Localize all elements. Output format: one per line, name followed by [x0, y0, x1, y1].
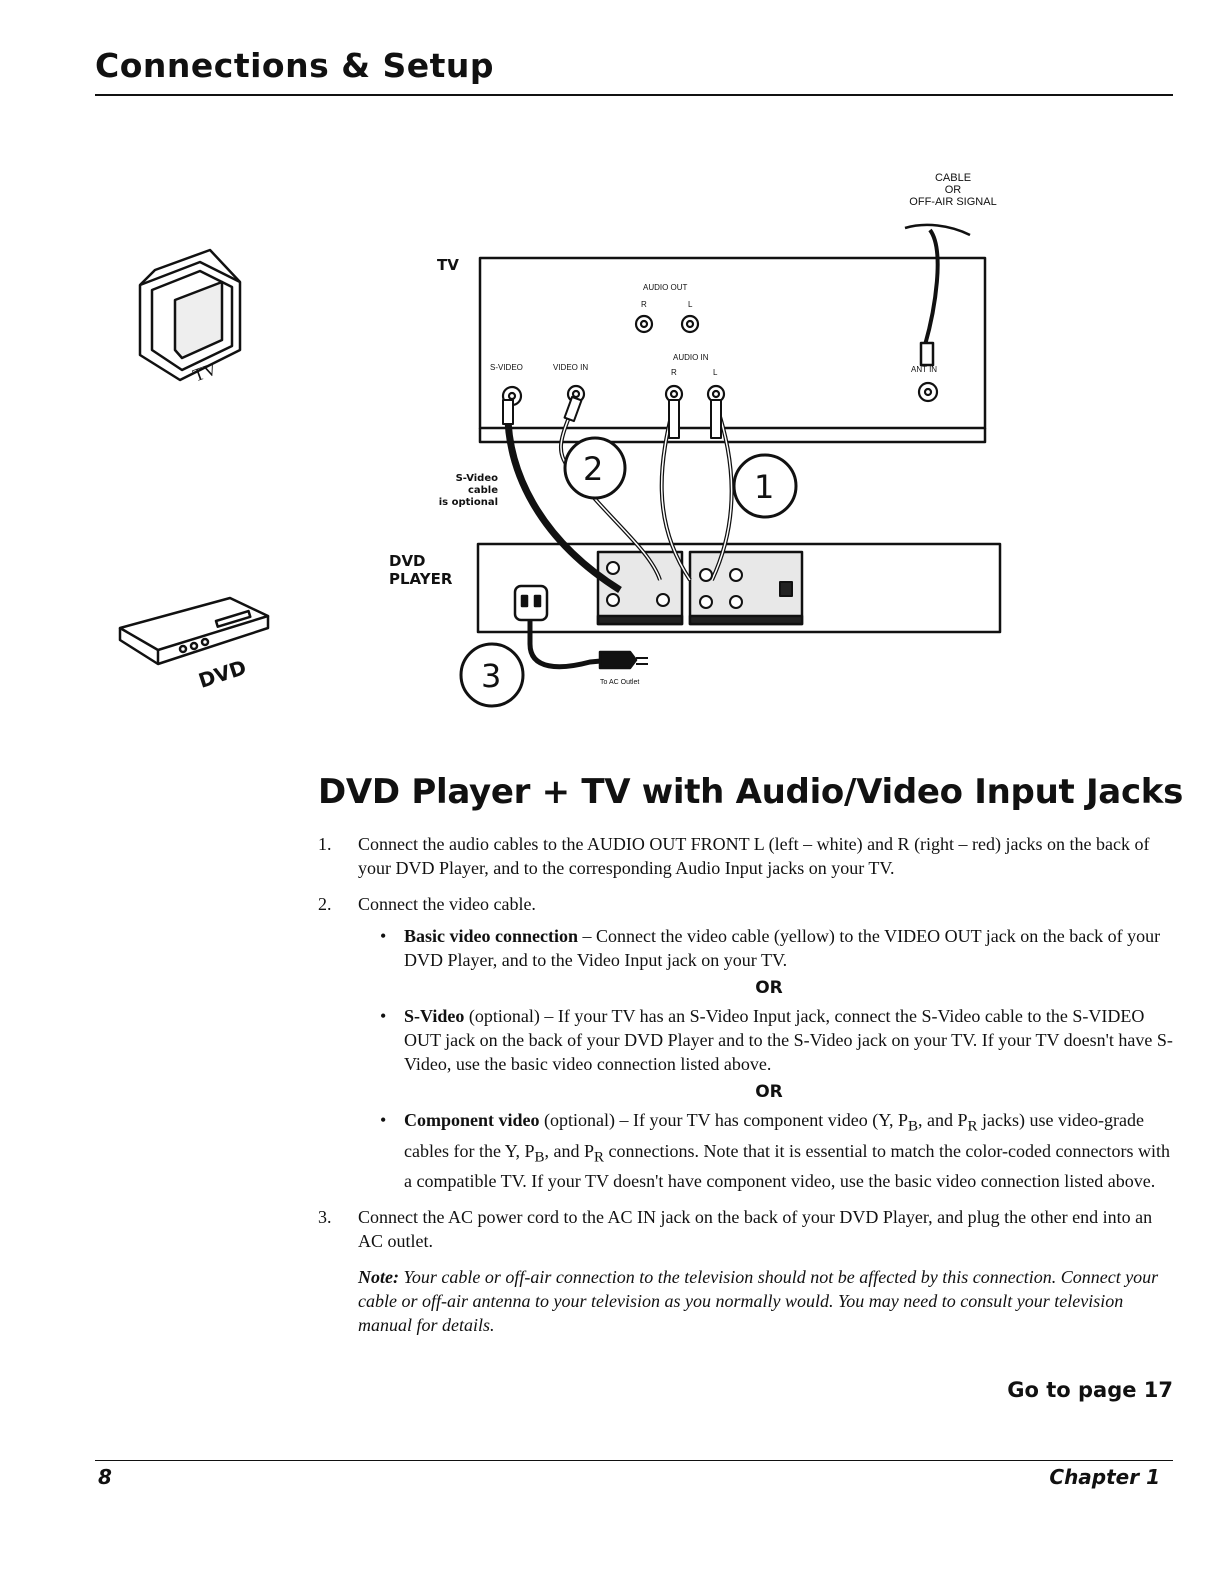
step-1: 1. Connect the audio cables to the AUDIO…	[318, 832, 1180, 880]
page-header: Connections & Setup	[95, 44, 1173, 96]
sub-r-2: R	[594, 1149, 605, 1166]
ant-in-label: ANT IN	[911, 365, 938, 374]
instructions: 1. Connect the audio cables to the AUDIO…	[318, 832, 1180, 1337]
audio-in-l-label: L	[713, 368, 718, 377]
svideo-note: S-Video cable is optional	[428, 473, 498, 509]
svideo-note-line2: is optional	[438, 497, 498, 508]
step-3: 3. Connect the AC power cord to the AC I…	[318, 1205, 1180, 1253]
dvd-label-line2: PLAYER	[389, 570, 453, 588]
diagram-drawing	[118, 223, 1002, 708]
note-text: Your cable or off-air connection to the …	[358, 1267, 1159, 1336]
sub-b-2: B	[534, 1149, 545, 1166]
bullet-component-text-a: (optional) – If your TV has component vi…	[539, 1110, 908, 1130]
bullet-basic-video-text: – Connect the video cable (yellow) to th…	[404, 926, 1161, 970]
tv-back-panel	[478, 256, 987, 430]
audio-out-label: AUDIO OUT	[643, 283, 688, 292]
s-video-label: S-VIDEO	[490, 363, 523, 372]
page-number: 8	[98, 1465, 112, 1489]
audio-out-r-label: R	[641, 300, 647, 309]
step-3-number: 3	[481, 657, 502, 695]
step-2-text: Connect the video cable.	[358, 894, 536, 914]
video-in-label: VIDEO IN	[553, 363, 589, 372]
step-2: 2. Connect the video cable. • Basic vide…	[318, 892, 1180, 1193]
step-1-num: 1.	[318, 834, 332, 854]
step-1-text: Connect the audio cables to the AUDIO OU…	[358, 834, 1150, 878]
note-label: Note:	[358, 1267, 399, 1288]
chapter-label: Chapter 1	[1049, 1465, 1160, 1489]
sub-b-1: B	[907, 1118, 918, 1135]
power-cord	[527, 618, 613, 670]
bullet-basic-video: • Basic video connection – Connect the v…	[380, 926, 1161, 970]
step-2-circle	[563, 436, 627, 500]
step-3-circle	[459, 642, 525, 708]
tv-label: TV	[437, 256, 459, 274]
step-1-number: 1	[754, 468, 775, 506]
bullet-component-video: • Component video (optional) – If your T…	[380, 1110, 1170, 1192]
dvd-label: DVD PLAYER	[389, 552, 452, 588]
bullet-component-text-d: , and P	[544, 1140, 595, 1161]
section-heading: DVD Player + TV with Audio/Video Input J…	[318, 772, 1184, 812]
go-to-page-link[interactable]: Go to page 17	[1007, 1378, 1173, 1402]
or-separator-2: OR	[755, 1082, 783, 1102]
dvd-icon	[118, 596, 270, 666]
bullet-component-text-b: , and P	[918, 1110, 968, 1130]
step-2-number: 2	[583, 450, 604, 488]
bullet-component-video-title: Component video	[404, 1110, 540, 1130]
svideo-note-line1: S-Video cable	[455, 473, 498, 496]
footer-rule	[95, 1460, 1173, 1461]
signal-line2: OR	[944, 184, 962, 196]
svideo-cable	[504, 403, 622, 593]
bullet-svideo-title: S-Video	[404, 1006, 465, 1026]
page-title: Connections & Setup	[95, 46, 495, 85]
bullet-component-text-c: jacks) use video-grade cables for the Y,…	[404, 1110, 1144, 1161]
signal-line1: CABLE	[934, 172, 972, 184]
bullet-component-text-e: connections. Note that it is essential t…	[404, 1140, 1170, 1192]
dvd-label-line1: DVD	[389, 552, 426, 570]
tv-icon	[138, 248, 242, 382]
audio-in-r-label: R	[671, 368, 677, 377]
step-2-num: 2.	[318, 894, 332, 914]
note: Note: Your cable or off-air connection t…	[358, 1265, 1180, 1337]
or-separator-1: OR	[755, 978, 783, 998]
step-3-text: Connect the AC power cord to the AC IN j…	[358, 1207, 1153, 1252]
step-1-circle	[732, 453, 798, 519]
audio-in-label: AUDIO IN	[673, 353, 709, 362]
signal-label: CABLE OR OFF-AIR SIGNAL	[898, 172, 1008, 208]
bullet-svideo-text: (optional) – If your TV has an S-Video I…	[404, 1006, 1173, 1074]
bullet-basic-video-title: Basic video connection	[404, 926, 578, 946]
bullet-svideo: • S-Video (optional) – If your TV has an…	[380, 1006, 1173, 1074]
step-3-num: 3.	[318, 1207, 332, 1228]
signal-line3: OFF-AIR SIGNAL	[909, 196, 997, 208]
header-rule	[95, 94, 1173, 96]
audio-out-l-label: L	[688, 300, 693, 309]
sub-r-1: R	[967, 1118, 978, 1135]
outlet-label: To AC Outlet	[600, 679, 640, 686]
connection-diagram: TV DVD TV DVD PLAYER CABLE OR OFF-AIR SI…	[0, 150, 1210, 730]
